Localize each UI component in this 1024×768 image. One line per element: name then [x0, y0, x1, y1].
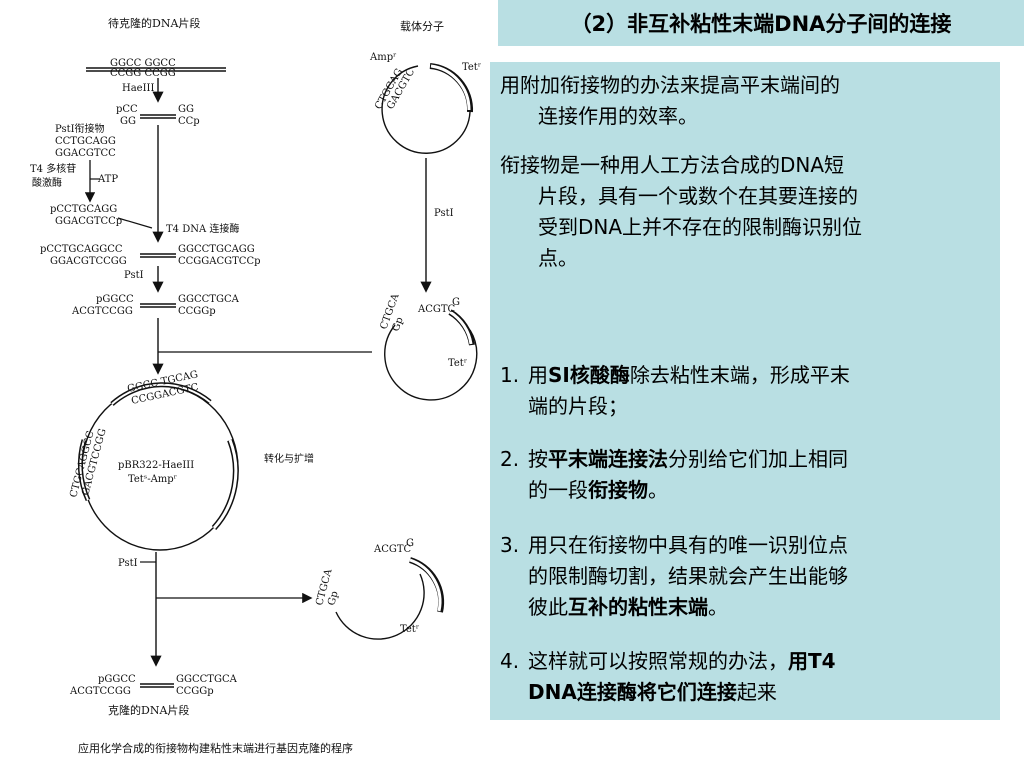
psti-label-vector: PstI: [434, 208, 454, 219]
seq4-top-right: GGCCTGCAGG: [178, 244, 255, 255]
step-3-line3-a: 彼此: [528, 595, 568, 619]
final-top-right: GGCCTGCA: [176, 674, 238, 685]
psti-label-2: PstI: [118, 558, 138, 569]
ampr-label-1: Ampʳ: [369, 52, 397, 63]
seq4-strands: [140, 253, 176, 258]
ligase-branch: [117, 217, 153, 229]
intro1-line-1: 用附加衔接物的办法来提高平末端间的: [500, 73, 840, 97]
step-2-line2-b: 衔接物: [588, 478, 648, 502]
step-2-text-b: 平末端连接法: [548, 447, 668, 471]
step-4-line2-a: DNA连接酶将它们连接: [528, 680, 737, 704]
final-top-left: pGGCC: [98, 674, 136, 685]
cut2-seq-d: G: [406, 538, 414, 549]
fragment-label: 待克隆的DNA片段: [108, 16, 200, 30]
step-3-line-1: 用只在衔接物中具有的唯一识别位点: [528, 533, 848, 557]
step-4-text-a: 这样就可以按照常规的办法，: [528, 649, 788, 673]
step-2-line2-a: 的一段: [528, 478, 588, 502]
step-3-line3-b: 互补的粘性末端: [568, 595, 708, 619]
step-1-text-a: 用: [528, 363, 548, 387]
cut-seq-d: G: [452, 297, 460, 308]
tetr-label-3: Tetʳ: [400, 624, 419, 635]
step-2-text-c: 分别给它们加上相同: [668, 447, 848, 471]
psti-label-1: PstI: [124, 270, 144, 281]
intro2-line-4: 点。: [538, 246, 578, 270]
seq1-top: GGCC GGCC: [110, 58, 176, 69]
tetr-label-1: Tetʳ: [462, 62, 481, 73]
linker-label: PstI衔接物: [55, 122, 105, 135]
step-1: 1. 用SI核酸酶除去粘性末端，形成平末 端的片段；: [500, 360, 994, 422]
kinase-label-1: T4 多核苷: [30, 162, 76, 175]
cut-vector: [384, 309, 478, 401]
linker-bottom: GGACGTCC: [55, 148, 116, 159]
tetr-label-2: Tetʳ: [448, 358, 467, 369]
step-1-line-2: 端的片段；: [528, 394, 628, 418]
intro1-line-2: 连接作用的效率。: [538, 104, 698, 128]
cut-seq-c: ACGTC: [417, 304, 456, 315]
kinase-label-2: 酸激酶: [32, 176, 62, 189]
cut-vector-2: [335, 557, 445, 640]
plasmid-name: pBR322-HaeIII: [118, 460, 194, 471]
cut2-seq-c: ACGTC: [373, 544, 412, 555]
cloned-fragment-label: 克隆的DNA片段: [108, 703, 189, 717]
title-bar: （2）非互补粘性末端DNA分子间的连接: [498, 0, 1024, 46]
final-bottom-left: ACGTCCGG: [69, 686, 131, 697]
step-1-number: 1.: [500, 363, 520, 387]
seq4-top-left: pCCTGCAGGCC: [40, 244, 123, 255]
seq4-bottom-left: GGACGTCCGG: [50, 256, 127, 267]
seq4-bottom-right: CCGGACGTCCp: [178, 256, 261, 267]
text-panel: 用附加衔接物的办法来提高平末端间的 连接作用的效率。 衔接物是一种用人工方法合成…: [490, 62, 1000, 720]
seq2-top-right: GG: [178, 104, 194, 115]
seq5-bottom-right: CCGGp: [178, 306, 216, 317]
vector-label: 载体分子: [400, 19, 444, 33]
intro-paragraph-1: 用附加衔接物的办法来提高平末端间的 连接作用的效率。: [500, 70, 994, 132]
step-2: 2. 按平末端连接法分别给它们加上相同 的一段衔接物。: [500, 444, 994, 506]
plasmid-genes: Tetˢ-Ampʳ: [128, 474, 177, 485]
vector-plasmid: [381, 63, 474, 154]
recombinant-plasmid: [77, 382, 239, 551]
transform-label: 转化与扩增: [264, 452, 314, 465]
step-3-line-2: 的限制酶切割，结果就会产生出能够: [528, 564, 848, 588]
step-1-text-b: SI核酸酶: [548, 363, 630, 387]
step-2-text-a: 按: [528, 447, 548, 471]
step-4-line2-b: 起来: [736, 680, 777, 704]
step-1-text-c: 除去粘性末端，形成平末: [629, 363, 850, 387]
seq3-bottom: GGACGTCCp: [55, 216, 122, 227]
step-4-number: 4.: [500, 649, 520, 673]
seq2-bottom-left: GG: [120, 116, 136, 127]
step-3: 3. 用只在衔接物中具有的唯一识别位点 的限制酶切割，结果就会产生出能够 彼此互补…: [500, 530, 994, 623]
seq5-top-left: pGGCC: [96, 294, 134, 305]
linker-top: CCTGCAGG: [55, 136, 116, 147]
step-3-number: 3.: [500, 533, 520, 557]
cloning-diagram-svg: 待克隆的DNA片段 载体分子 GGCC GGCC CCGG CCGG HaeII…: [30, 16, 481, 755]
intro2-line-2: 片段，具有一个或数个在其要连接的: [538, 184, 858, 208]
step-4: 4. 这样就可以按照常规的办法，用T4 DNA连接酶将它们连接起来: [500, 646, 994, 708]
intro2-line-3: 受到DNA上并不存在的限制酶识别位: [538, 215, 863, 239]
step-3-line3-c: 。: [708, 595, 728, 619]
final-strands: [140, 683, 174, 688]
seq1-bottom: CCGG CCGG: [110, 68, 176, 79]
seq1-strands: [86, 67, 226, 72]
cut-seq-b: Gp: [390, 316, 405, 333]
haeiii-label: HaeIII: [122, 83, 155, 94]
seq3-top: pCCTGCAGG: [50, 204, 117, 215]
ligase-label: T4 DNA 连接酶: [166, 222, 239, 235]
cloning-diagram: 待克隆的DNA片段 载体分子 GGCC GGCC CCGG CCGG HaeII…: [0, 0, 490, 768]
seq2-strands: [140, 114, 176, 119]
atp-label: ATP: [97, 174, 118, 185]
seq2-top-left: pCC: [116, 104, 138, 115]
step-2-number: 2.: [500, 447, 520, 471]
seq5-strands: [140, 303, 176, 308]
step-4-text-b: 用T4: [788, 649, 836, 673]
slide-title: （2）非互补粘性末端DNA分子间的连接: [570, 12, 952, 36]
seq5-bottom-left: ACGTCCGG: [71, 306, 133, 317]
seq2-bottom-right: CCp: [178, 116, 200, 127]
final-bottom-right: CCGGp: [176, 686, 214, 697]
seq5-top-right: GGCCTGCA: [178, 294, 240, 305]
intro-paragraph-2: 衔接物是一种用人工方法合成的DNA短 片段，具有一个或数个在其要连接的 受到DN…: [500, 150, 994, 274]
intro2-line-1: 衔接物是一种用人工方法合成的DNA短: [500, 153, 845, 177]
step-2-line2-c: 。: [648, 478, 668, 502]
cut2-seq-b: Gp: [326, 590, 340, 607]
figure-caption: 应用化学合成的衔接物构建粘性末端进行基因克隆的程序: [78, 741, 353, 755]
